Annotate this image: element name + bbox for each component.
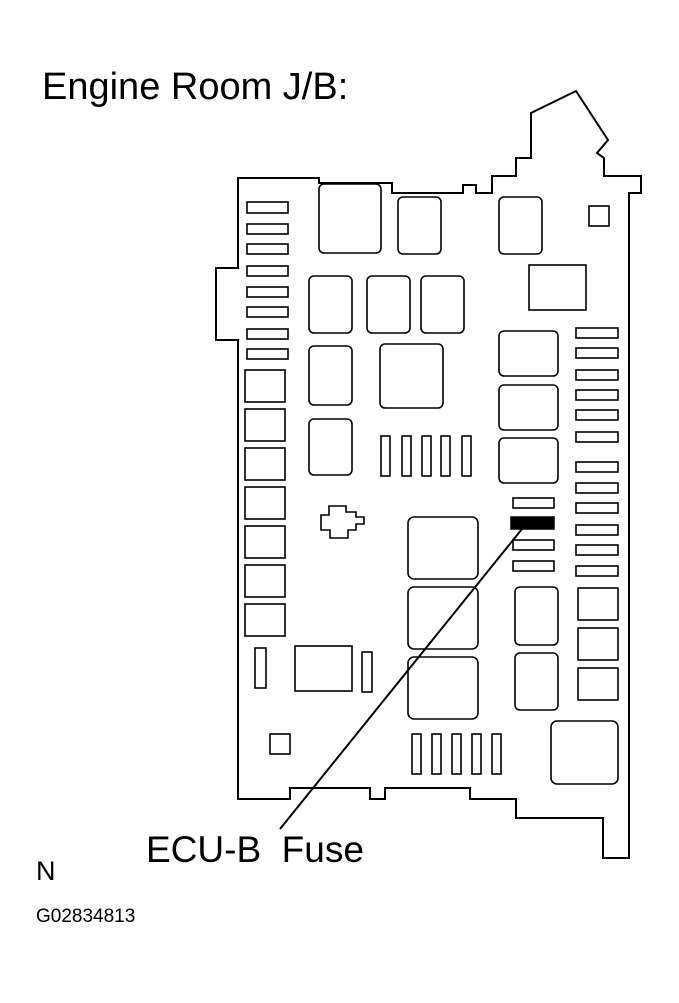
relay — [397, 196, 442, 255]
mini-fuse — [246, 265, 289, 277]
mini-fuse — [575, 389, 619, 401]
square-fuse — [244, 486, 286, 520]
vertical-fuse — [440, 435, 451, 477]
ecu-b-fuse — [510, 516, 555, 530]
relay — [308, 418, 353, 476]
mini-fuse — [246, 328, 289, 340]
mini-fuse — [512, 539, 555, 551]
square-fuse — [244, 564, 286, 598]
relay — [308, 345, 353, 406]
connector-clip — [320, 505, 365, 539]
square-fuse — [577, 587, 619, 621]
mini-fuse — [575, 347, 619, 359]
left-square-fuse-column — [244, 369, 286, 637]
mini-fuse — [575, 409, 619, 421]
connector-block — [528, 264, 587, 311]
mini-fuse — [575, 369, 619, 381]
mini-fuse — [246, 306, 289, 318]
mini-fuse — [575, 524, 619, 536]
square-fuse — [244, 603, 286, 637]
mini-fuse — [575, 565, 619, 577]
mini-fuse — [575, 502, 619, 514]
small-square-terminal — [269, 733, 291, 755]
relay — [514, 586, 559, 646]
mini-fuse — [575, 327, 619, 339]
relay — [498, 384, 559, 431]
relay — [318, 183, 382, 254]
vertical-fuse-row — [380, 435, 472, 477]
large-relay — [550, 720, 619, 785]
vertical-fuse — [471, 733, 482, 775]
callout-leader-line — [279, 523, 527, 830]
right-mini-fuse-column — [575, 327, 619, 577]
large-relay — [379, 343, 444, 409]
square-fuse — [244, 525, 286, 559]
mini-fuse — [246, 286, 289, 298]
vertical-fuse — [401, 435, 412, 477]
vertical-fuse — [431, 733, 442, 775]
relay — [308, 275, 353, 334]
relay — [498, 330, 559, 377]
mini-fuse — [575, 482, 619, 494]
vertical-fuse — [491, 733, 502, 775]
mini-fuse — [575, 431, 619, 443]
bottom-vertical-fuse-row — [411, 733, 502, 775]
square-fuse — [577, 627, 619, 661]
large-relay — [407, 516, 479, 580]
vertical-fuse — [461, 435, 472, 477]
diagram-title: Engine Room J/B: — [42, 66, 349, 108]
vertical-fuse — [254, 647, 267, 689]
vertical-fuse — [411, 733, 422, 775]
orientation-mark: N — [36, 856, 56, 886]
vertical-fuse — [380, 435, 391, 477]
large-relay — [407, 656, 479, 720]
mini-fuse — [246, 243, 289, 255]
mini-fuse — [512, 497, 555, 509]
figure-code: G02834813 — [36, 906, 136, 927]
mini-fuse — [246, 348, 289, 360]
relay — [498, 437, 559, 484]
relay — [366, 275, 411, 334]
mini-fuse — [575, 461, 619, 473]
square-fuse — [577, 667, 619, 701]
relay — [420, 275, 465, 334]
square-fuse — [244, 408, 286, 442]
connector-block — [294, 645, 353, 692]
ecu-b-fuse-label: ECU-B Fuse — [146, 829, 364, 870]
mini-fuse — [575, 544, 619, 556]
relay — [514, 652, 559, 711]
relay — [498, 196, 543, 255]
mini-fuse — [512, 560, 555, 572]
vertical-fuse — [451, 733, 462, 775]
small-square-terminal — [588, 205, 610, 227]
vertical-fuse — [421, 435, 432, 477]
mini-fuse — [246, 201, 289, 214]
square-fuse — [244, 447, 286, 481]
left-mini-fuse-column — [246, 201, 289, 360]
vertical-fuse — [361, 651, 373, 693]
large-relay — [407, 586, 479, 650]
mini-fuse — [246, 223, 289, 235]
square-fuse — [244, 369, 286, 403]
